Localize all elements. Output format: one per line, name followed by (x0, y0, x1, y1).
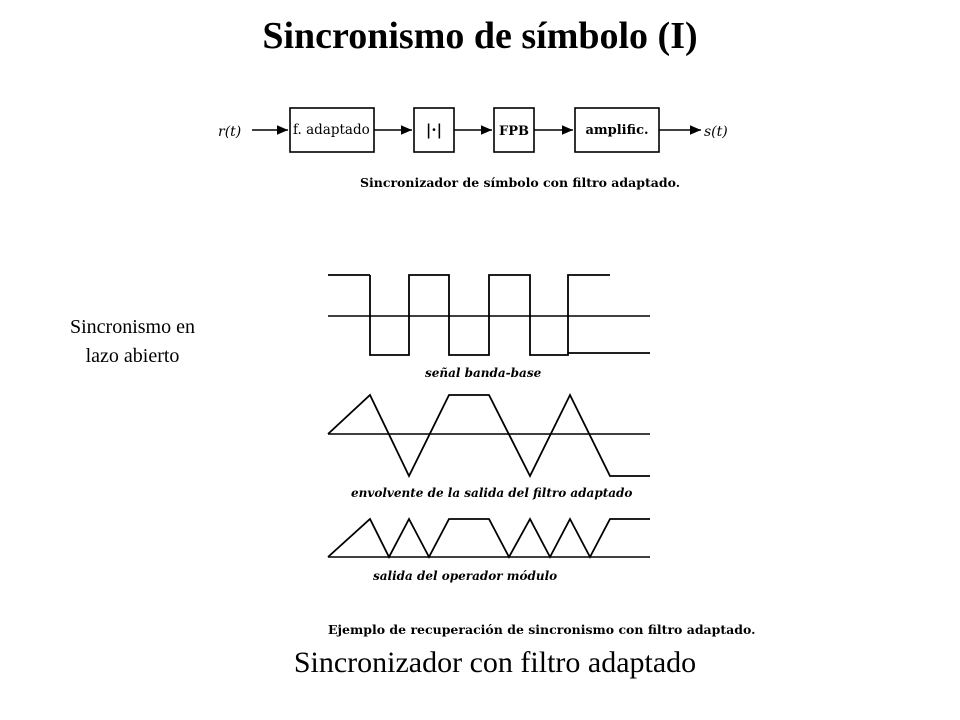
envelope-label: envolvente de la salida del filtro adapt… (351, 486, 632, 500)
block-amplifier-label: amplific. (585, 123, 648, 138)
modulus-waveform (327, 517, 650, 559)
block-matched-filter-label: f. adaptado (293, 122, 370, 138)
baseband-signal-trace (369, 274, 610, 356)
figure-caption: Ejemplo de recuperación de sincronismo c… (328, 622, 755, 637)
block-diagram-caption: Sincronizador de símbolo con filtro adap… (360, 175, 680, 190)
side-label-line-1: Sincronismo en (70, 316, 195, 338)
modulus-signal-trace (327, 517, 650, 559)
block-modulus-label: |·| (426, 121, 442, 139)
block-diagram: r(t) f. adaptado |·| FPB amplific. s(t) … (218, 107, 728, 190)
envelope-waveform (327, 392, 650, 479)
modulus-label: salida del operador módulo (373, 569, 557, 583)
block-lpf-label: FPB (499, 124, 529, 139)
envelope-signal-trace (327, 392, 650, 479)
baseband-waveform (328, 274, 650, 356)
output-signal-label: s(t) (704, 124, 728, 140)
side-label-line-2: lazo abierto (85, 345, 180, 367)
slide-caption: Sincronizador con filtro adaptado (293, 646, 697, 679)
input-signal-label: r(t) (218, 124, 241, 140)
baseband-label: señal banda-base (425, 366, 542, 380)
side-label: Sincronismo en lazo abierto (40, 313, 225, 371)
slide-title: Sincronismo de símbolo (I) (262, 15, 698, 57)
